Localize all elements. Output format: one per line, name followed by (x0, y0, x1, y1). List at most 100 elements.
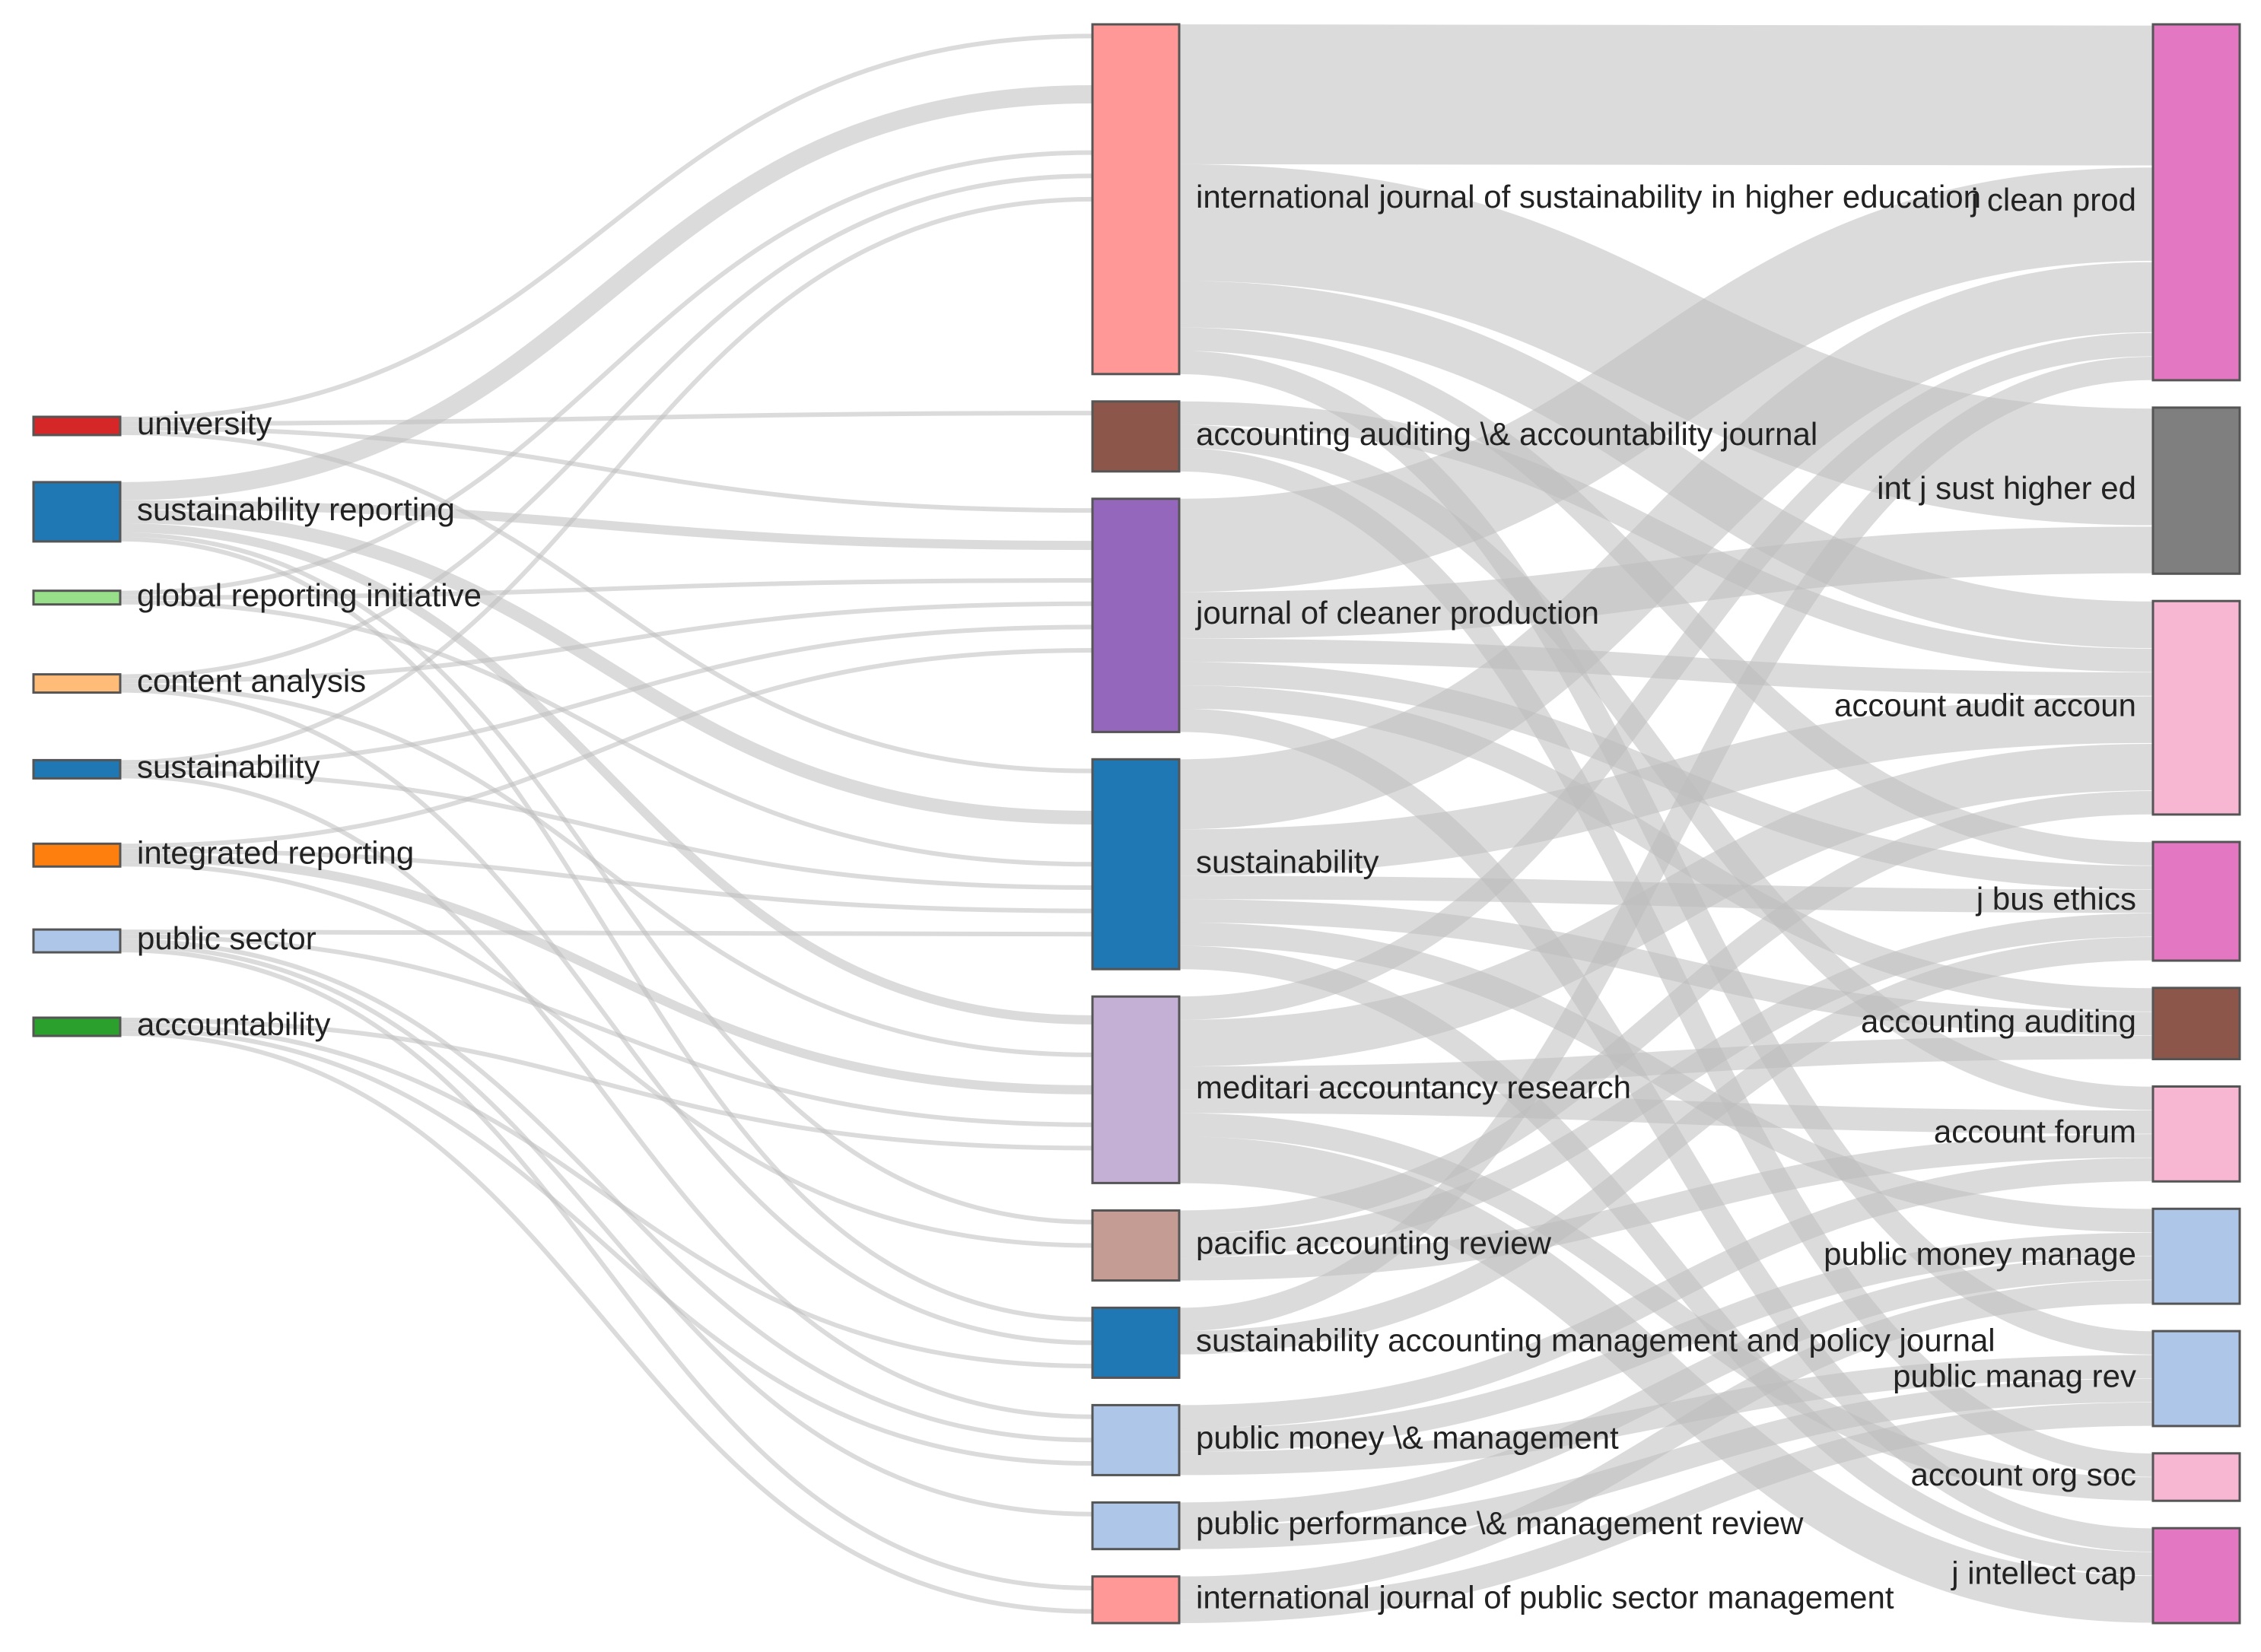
sankey-node-k_sust_reporting (32, 481, 122, 543)
sankey-link-k_university-to-s_sust (119, 430, 1093, 774)
sankey-link-s_ijshe-to-c_pmr (1178, 351, 2154, 1355)
sankey-link-s_pacific-to-c_af (1178, 1134, 2154, 1281)
sankey-link-s_jcp-to-c_jic (1178, 708, 2154, 1552)
sankey-node-label-s_ijpsm: international journal of public sector m… (1196, 1579, 1894, 1615)
sankey-node-k_accountability (32, 1016, 122, 1037)
sankey-link-k_integrated-to-s_meditari (119, 853, 1093, 1094)
sankey-node-k_gri (32, 589, 122, 606)
sankey-node-label-c_ijshe: int j sust higher ed (1877, 470, 2136, 506)
sankey-node-s_pacific (1091, 1209, 1181, 1282)
sankey-node-label-k_public: public sector (137, 920, 316, 956)
sankey-link-s_ijshe-to-c_aaaj (1178, 281, 2154, 649)
sankey-node-s_pmm (1091, 1403, 1181, 1476)
sankey-node-label-s_pacific: pacific accounting review (1196, 1225, 1552, 1261)
sankey-link-k_gri-to-s_sust (119, 599, 1093, 867)
sankey-node-c_ijshe (2151, 406, 2241, 575)
sankey-link-s_ijshe-to-c_jbe (1178, 327, 2154, 866)
sankey-node-k_public (32, 928, 122, 954)
sankey-node-label-k_integrated: integrated reporting (137, 834, 414, 870)
sankey-node-label-s_ijshe: international journal of sustainability … (1196, 179, 1981, 214)
sankey-link-k_public-to-s_meditari (119, 934, 1093, 1127)
sankey-node-c_aa (2151, 986, 2241, 1061)
sankey-link-s_pmm-to-c_pmr (1178, 1355, 2154, 1476)
sankey-node-label-s_jcp: journal of cleaner production (1194, 595, 1599, 631)
sankey-node-k_content (32, 673, 122, 694)
sankey-node-k_university (32, 415, 122, 437)
sankey-node-label-k_content: content analysis (137, 663, 366, 699)
sankey-link-s_sust-to-c_pmm (1178, 922, 2154, 1233)
sankey-node-label-c_jbe: j bus ethics (1975, 881, 2136, 917)
sankey-link-k_integrated-to-s_jcp (119, 648, 1093, 849)
sankey-node-s_sust (1091, 758, 1181, 971)
sankey-node-k_sustainability (32, 758, 122, 780)
nodes-layer (32, 23, 2241, 1625)
sankey-link-s_ijpsm-to-c_pmr (1178, 1402, 2154, 1624)
sankey-node-label-s_pmm: public money \& management (1196, 1419, 1619, 1455)
sankey-node-c_jcp (2151, 23, 2241, 382)
sankey-link-k_university-to-s_jcp (119, 426, 1093, 513)
sankey-link-s_jcp-to-c_aaaj (1178, 638, 2154, 696)
sankey-link-k_integrated-to-s_pacific (119, 862, 1093, 1248)
sankey-link-k_sustainability-to-s_jcp (119, 624, 1093, 770)
sankey-link-k_sust_reporting-to-s_ijshe (119, 84, 1093, 500)
sankey-node-c_aaaj (2151, 599, 2241, 816)
sankey-node-s_jcp (1091, 497, 1181, 733)
sankey-node-label-s_sampj: sustainability accounting management and… (1196, 1322, 1995, 1358)
sankey-node-s_ijpsm (1091, 1575, 1181, 1625)
sankey-node-label-k_university: university (137, 405, 272, 441)
sankey-node-label-c_af: account forum (1934, 1114, 2136, 1149)
sankey-link-k_content-to-s_sampj (119, 688, 1093, 1345)
sankey-node-label-c_pmr: public manag rev (1893, 1358, 2136, 1394)
sankey-node-label-c_jcp: j clean prod (1970, 182, 2136, 218)
sankey-node-label-c_aaaj: account audit accoun (1834, 688, 2136, 723)
sankey-node-label-s_aaaj: accounting auditing \& accountability jo… (1196, 416, 1817, 452)
sankey-node-s_ppmr (1091, 1501, 1181, 1551)
sankey-node-label-k_gri: global reporting initiative (137, 577, 482, 613)
sankey-link-s_meditari-to-c_jic (1178, 1136, 2154, 1623)
sankey-node-k_integrated (32, 842, 122, 868)
sankey-link-s_sust-to-c_jbe (1178, 875, 2154, 913)
sankey-node-label-s_ppmr: public performance \& management review (1196, 1505, 1804, 1541)
sankey-link-k_content-to-s_meditari (119, 683, 1093, 1057)
sankey-node-s_aaaj (1091, 400, 1181, 473)
sankey-node-s_meditari (1091, 995, 1181, 1184)
sankey-node-label-k_accountability: accountability (137, 1006, 330, 1042)
sankey-link-k_content-to-s_ijshe (119, 173, 1093, 679)
sankey-node-c_pmm (2151, 1207, 2241, 1305)
sankey-node-label-c_aos: account org soc (1910, 1457, 2136, 1492)
sankey-link-k_university-to-s_aaaj (119, 411, 1093, 426)
sankey-node-label-c_jic: j intellect cap (1950, 1555, 2136, 1591)
links-layer (119, 24, 2154, 1624)
sankey-node-c_jbe (2151, 840, 2241, 962)
sankey-link-k_sust_reporting-to-s_pacific (119, 532, 1093, 1225)
sankey-node-s_ijshe (1091, 23, 1181, 376)
sankey-link-k_gri-to-s_ijshe (119, 150, 1093, 596)
sankey-link-k_sust_reporting-to-s_sust (119, 509, 1093, 824)
sankey-node-c_aos (2151, 1452, 2241, 1502)
sankey-node-s_sampj (1091, 1306, 1181, 1379)
sankey-link-s_pmm-to-c_pmm (1178, 1232, 2154, 1452)
sankey-node-label-c_pmm: public money manage (1824, 1236, 2136, 1272)
sankey-link-k_public-to-s_pmm (119, 939, 1093, 1443)
sankey-link-k_sustainability-to-s_ijshe (119, 196, 1093, 765)
sankey-node-label-k_sustainability: sustainability (137, 748, 320, 784)
sankey-link-k_accountability-to-s_ijpsm (119, 1031, 1093, 1614)
sankey-link-k_public-to-s_ppmr (119, 943, 1093, 1517)
sankey-link-s_aaaj-to-c_af (1178, 424, 2154, 1110)
sankey-link-k_accountability-to-s_pmm (119, 1027, 1093, 1466)
sankey-link-k_university-to-s_ijshe (119, 33, 1093, 421)
sankey-link-k_accountability-to-s_sampj (119, 1022, 1093, 1369)
sankey-link-k_sustainability-to-s_pmm (119, 774, 1093, 1419)
sankey-link-k_public-to-s_ijpsm (119, 948, 1093, 1591)
sankey-link-k_sust_reporting-to-s_meditari (119, 523, 1093, 1025)
sankey-node-c_jic (2151, 1527, 2241, 1625)
sankey-link-k_sust_reporting-to-s_jcp (119, 500, 1093, 551)
sankey-node-label-s_sust: sustainability (1196, 843, 1379, 879)
sankey-link-s_aaaj-to-c_aos (1178, 448, 2154, 1477)
sankey-link-k_content-to-s_jcp (119, 601, 1093, 684)
sankey-link-s_sust-to-c_jic (1178, 945, 2154, 1576)
sankey-link-k_sust_reporting-to-s_sampj (119, 536, 1093, 1322)
sankey-link-s_ijshe-to-c_jcp (1178, 24, 2154, 166)
